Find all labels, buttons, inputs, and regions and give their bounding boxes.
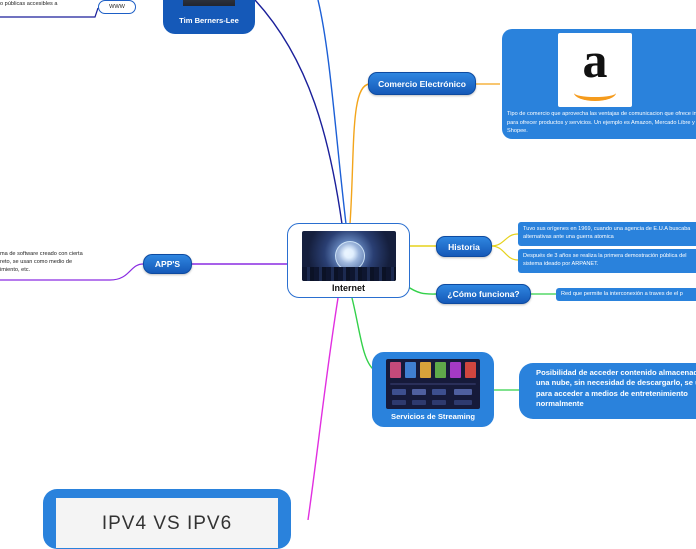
ipv-image: IPV4 VS IPV6 (56, 498, 278, 548)
branch-line-comercio (349, 83, 371, 225)
www-subtopic[interactable]: WWW (98, 0, 136, 14)
amazon-logo: a (558, 33, 632, 107)
historia-topic[interactable]: Historia (436, 236, 492, 257)
apps-note: ma de software creado con cierta reto, s… (0, 251, 83, 274)
central-topic-label: Internet (331, 283, 365, 293)
branch-line-tim (254, 0, 343, 225)
comercio-electronico-topic[interactable]: Comercio Electrónico (368, 72, 476, 95)
globe-icon (335, 241, 365, 271)
comercio-note-card[interactable]: a Tipo de comercio que aprovecha las ven… (502, 29, 696, 139)
streaming-topic[interactable]: Servicios de Streaming (372, 352, 494, 427)
internet-image (302, 231, 396, 281)
historia-note-1[interactable]: Tuvo sus orígenes en 1969, cuando una ag… (518, 222, 696, 246)
apps-topic[interactable]: APP'S (143, 254, 192, 274)
branch-line-historia-2 (490, 245, 519, 261)
comercio-note-text: Tipo de comercio que aprovecha las venta… (507, 111, 696, 135)
ipv4-vs-ipv6-topic[interactable]: IPV4 VS IPV6 (43, 489, 291, 549)
amazon-smile-icon (574, 85, 616, 101)
branch-line-apps-note (0, 263, 144, 281)
streaming-image (386, 359, 480, 409)
como-funciona-topic[interactable]: ¿Cómo funciona? (436, 284, 531, 304)
historia-note-2[interactable]: Después de 3 años se realiza la primera … (518, 249, 696, 273)
tim-berners-lee-topic[interactable]: Tim Berners-Lee (163, 0, 255, 34)
tim-left-note: o públicas accesibles a (0, 1, 58, 7)
como-funciona-note[interactable]: Red que permite la interconexión a trave… (556, 288, 696, 301)
streaming-label: Servicios de Streaming (391, 412, 475, 421)
tim-berners-lee-photo (183, 0, 235, 6)
streaming-note[interactable]: Posibilidad de acceder contenido almacen… (519, 363, 696, 419)
branch-line-streaming (351, 297, 375, 371)
tim-berners-lee-label: Tim Berners-Lee (179, 16, 239, 25)
ipv-title: IPV4 VS IPV6 (101, 513, 233, 534)
branch-line-ipv (307, 297, 339, 520)
central-topic-internet[interactable]: Internet (287, 223, 410, 298)
branch-lines (0, 0, 696, 520)
branch-line-top-blue (317, 0, 347, 225)
branch-line-historia-1 (490, 233, 519, 247)
branch-line-tim-left (0, 7, 99, 18)
